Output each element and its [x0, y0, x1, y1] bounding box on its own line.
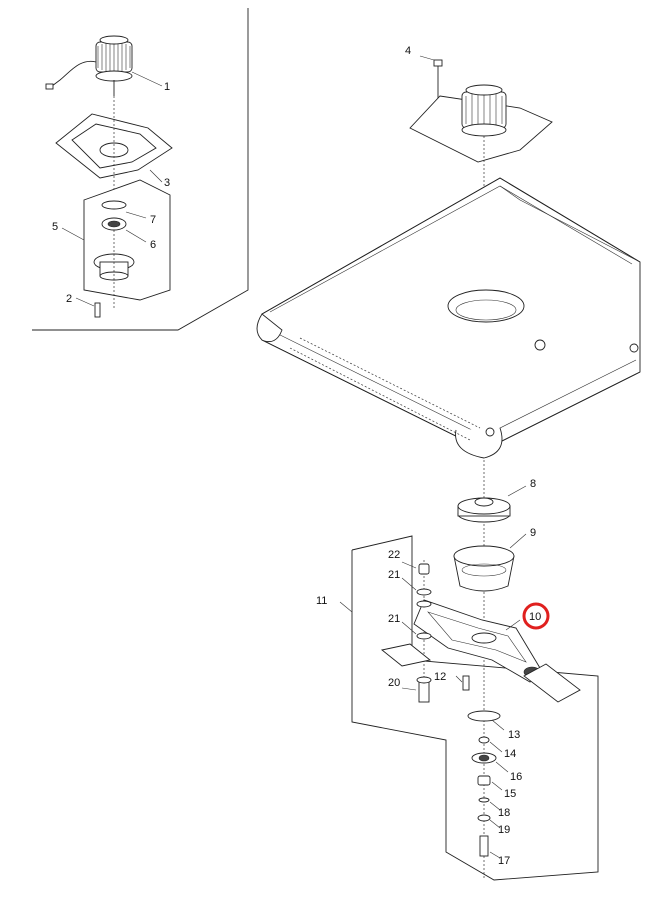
callout-19: 19 [498, 824, 510, 836]
callout-6: 6 [150, 239, 156, 251]
callout-1: 1 [164, 81, 170, 93]
callout-12: 12 [434, 671, 446, 683]
callout-14: 14 [504, 748, 516, 760]
right-fastener-stack [467, 710, 509, 859]
inset-shroud-plate [55, 96, 173, 210]
highlight-ring [522, 602, 550, 630]
callout-21b: 21 [388, 613, 400, 625]
part-11-bracket-outline [339, 535, 599, 881]
callout-8: 8 [530, 478, 536, 490]
callout-20: 20 [388, 677, 400, 689]
callout-9: 9 [530, 527, 536, 539]
lower-axis [423, 460, 485, 880]
callout-16: 16 [510, 771, 522, 783]
inset-bearing-box [83, 179, 171, 318]
callout-17: 17 [498, 855, 510, 867]
left-fastener-stack [401, 561, 470, 703]
inset-detail-frame [32, 8, 249, 331]
callout-21a: 21 [388, 569, 400, 581]
inset-motor [45, 35, 133, 96]
callout-11: 11 [316, 595, 327, 607]
callout-5: 5 [52, 221, 58, 233]
callout-4: 4 [405, 45, 411, 57]
inset-leaders [61, 71, 163, 307]
callouts: 1 2 3 4 5 6 7 8 9 11 12 13 14 15 16 17 1… [52, 45, 550, 867]
callout-22: 22 [388, 549, 400, 561]
deck-housing [256, 177, 641, 459]
callout-7: 7 [150, 214, 156, 226]
callout-13: 13 [508, 729, 520, 741]
callout-10: 10 [529, 611, 541, 623]
callout-18: 18 [498, 807, 510, 819]
part-10-blade-arm [380, 599, 581, 703]
part-8-hub [457, 485, 527, 523]
part-9-cup [453, 533, 527, 592]
callout-2: 2 [66, 293, 72, 305]
callout-15: 15 [504, 788, 516, 800]
main-motor-assembly [409, 55, 553, 300]
callout-3: 3 [164, 177, 170, 189]
